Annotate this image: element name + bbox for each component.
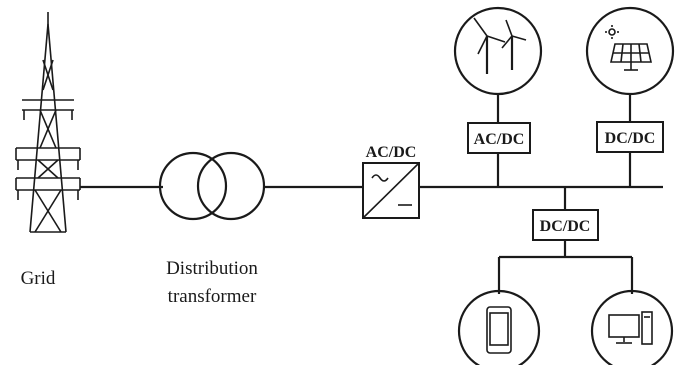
grid-label: Grid (21, 268, 56, 289)
transformer-label-line2: transformer (168, 286, 257, 307)
transmission-tower-icon (15, 12, 81, 233)
load-converter-label: DC/DC (540, 218, 591, 235)
wind-turbine-icon (453, 6, 543, 96)
rectifier-label: AC/DC (366, 144, 417, 161)
load-converter-box (532, 209, 599, 241)
transformer-label-line1: Distribution (166, 258, 258, 279)
ac-dc-converter-icon (362, 162, 420, 219)
smartphone-icon (457, 289, 541, 365)
pv-converter-label: DC/DC (605, 130, 656, 147)
solar-panel-icon (585, 6, 675, 96)
wind-converter-box (467, 122, 531, 154)
pv-converter-box (596, 121, 664, 153)
desktop-computer-icon (590, 289, 674, 365)
wind-converter-label: AC/DC (474, 131, 525, 148)
transformer-icon (158, 151, 266, 221)
